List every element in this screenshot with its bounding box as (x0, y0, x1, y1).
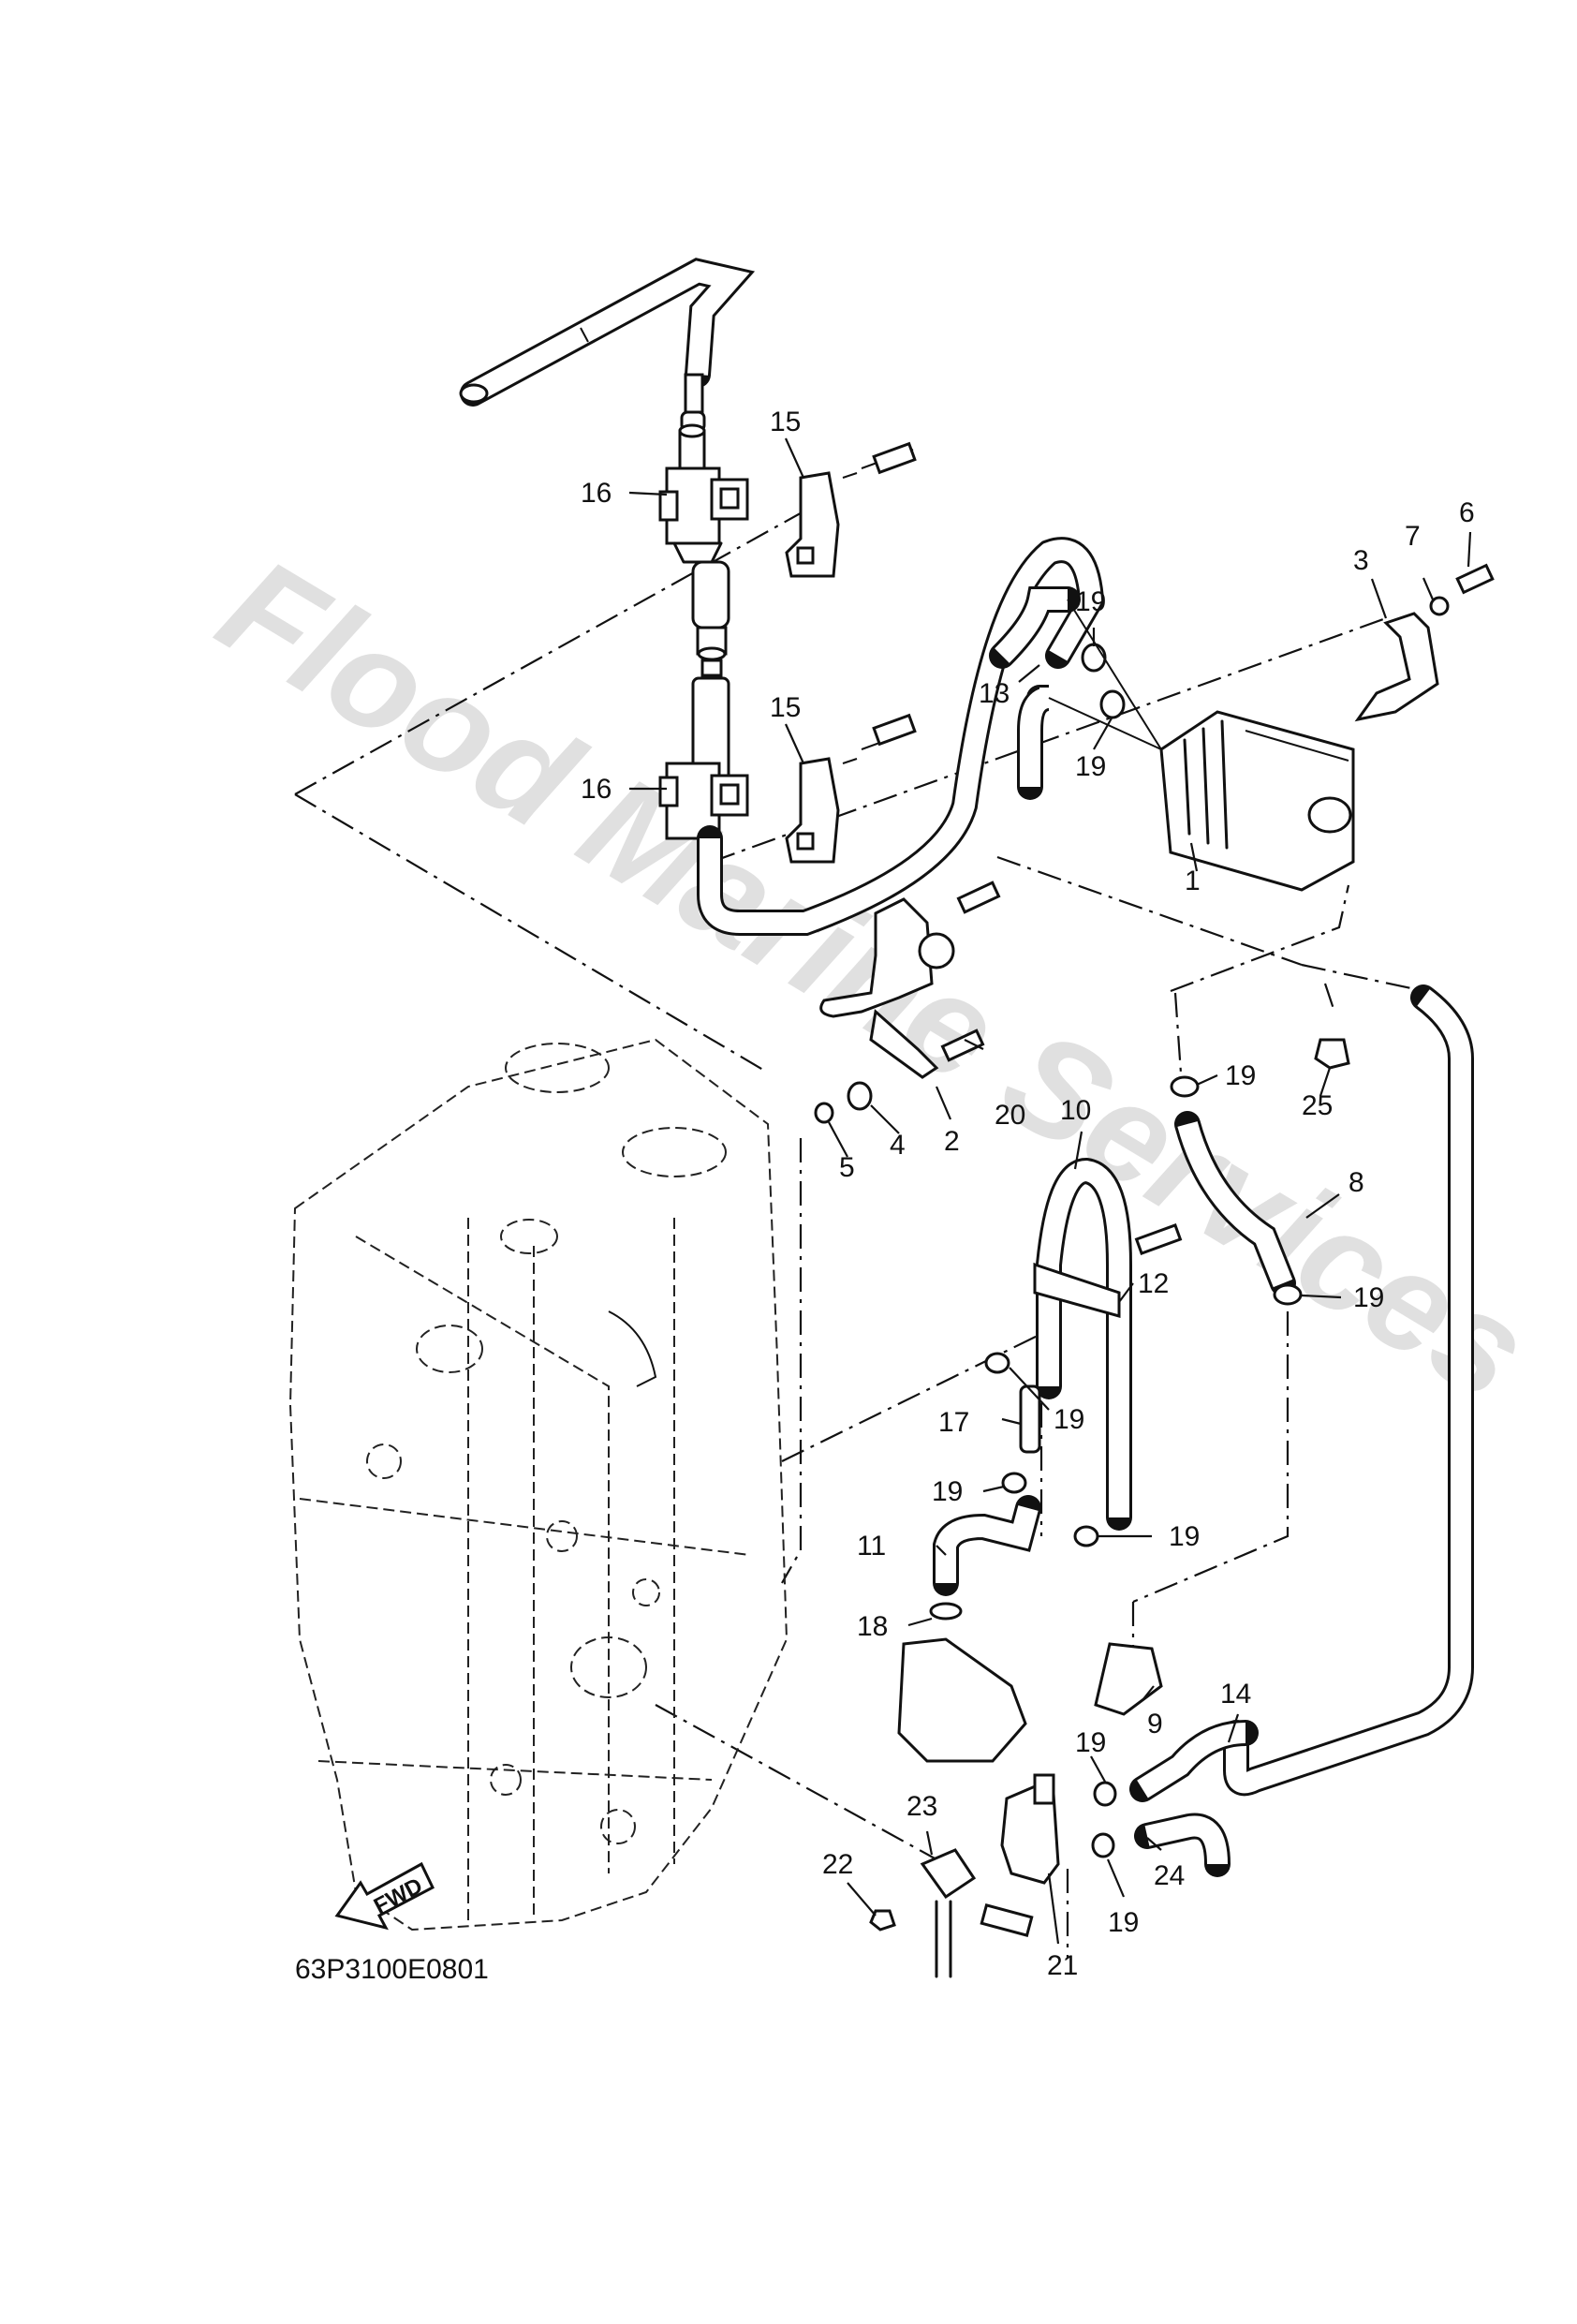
callout-13: 13 (979, 678, 1010, 709)
callout-15-upper: 15 (770, 407, 801, 437)
callout-4: 4 (890, 1130, 906, 1161)
callout-23: 23 (906, 1791, 937, 1822)
callout-11: 11 (857, 1531, 886, 1562)
callout-19-e: 19 (1054, 1404, 1084, 1435)
callout-16-lower: 16 (581, 774, 612, 805)
callout-17: 17 (938, 1407, 969, 1438)
fwd-arrow-icon: FWD (334, 1861, 435, 1931)
hose-assembly-right (897, 984, 1474, 1877)
engine-block-outline (288, 1038, 788, 1932)
bracket-2 (814, 881, 1001, 1124)
fuel-filter-assembly (459, 258, 1105, 936)
callout-19-b: 19 (1075, 751, 1106, 782)
callout-25: 25 (1302, 1090, 1333, 1121)
callout-10: 10 (1060, 1095, 1091, 1126)
diagram-code: 63P3100E0801 (295, 1954, 489, 1985)
callout-19-i: 19 (1108, 1907, 1139, 1938)
canister-assembly (989, 563, 1495, 892)
callout-2: 2 (944, 1126, 960, 1157)
callout-8: 8 (1349, 1167, 1364, 1198)
callout-6: 6 (1459, 497, 1475, 528)
callout-5: 5 (839, 1152, 855, 1183)
callout-22: 22 (822, 1849, 853, 1880)
callout-19-d: 19 (1353, 1282, 1384, 1313)
callout-19-h: 19 (1075, 1727, 1106, 1758)
callout-15-lower: 15 (770, 692, 801, 723)
callout-12: 12 (1138, 1268, 1169, 1299)
leader-lines (628, 437, 1472, 1945)
solenoid-assembly (869, 1773, 1060, 1978)
callout-1: 1 (1185, 866, 1201, 896)
callout-19-g: 19 (1169, 1521, 1200, 1552)
callout-3: 3 (1353, 545, 1369, 576)
callout-21: 21 (1047, 1950, 1078, 1981)
callout-19-c: 19 (1225, 1060, 1256, 1091)
callout-18: 18 (857, 1611, 888, 1642)
callout-16-upper: 16 (581, 478, 612, 509)
callout-20: 20 (995, 1100, 1025, 1131)
callout-24: 24 (1154, 1860, 1185, 1891)
callout-19-f: 19 (932, 1476, 963, 1507)
callout-7: 7 (1405, 521, 1421, 552)
callout-14: 14 (1220, 1679, 1251, 1710)
assembly-lines (294, 510, 1434, 1958)
callout-19-a: 19 (1075, 586, 1106, 617)
callout-9: 9 (1147, 1709, 1163, 1739)
callout-labels: 1 2 3 4 5 6 7 8 9 10 11 12 13 14 15 15 1… (581, 407, 1475, 1981)
